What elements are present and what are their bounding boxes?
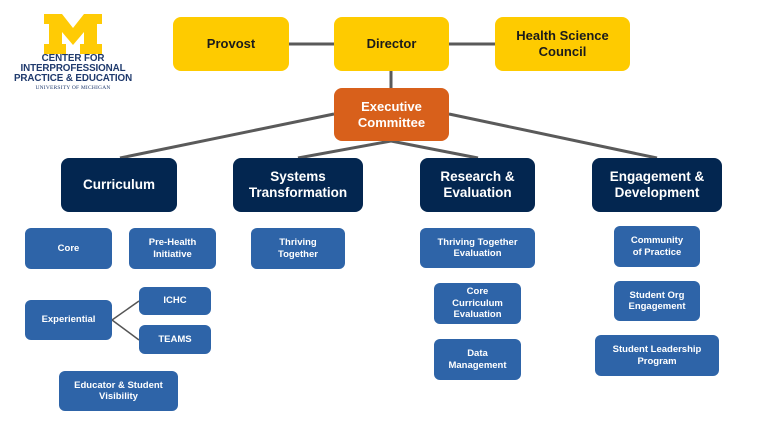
logo-line-1: CENTER FOR — [41, 53, 105, 64]
node-curriculum: Curriculum — [61, 158, 177, 212]
connector-executive-systems — [297, 139, 392, 160]
connector-experiential-teams — [111, 319, 140, 341]
node-pre-health-initiative: Pre-Health Initiative — [129, 228, 216, 269]
logo-line-4: UNIVERSITY OF MICHIGAN — [35, 85, 111, 91]
node-educator-student-visibility: Educator & Student Visibility — [59, 371, 178, 411]
node-thriving-together-evaluation: Thriving Together Evaluation — [420, 228, 535, 268]
node-executive-committee: Executive Committee — [334, 88, 449, 141]
connector-executive-research — [390, 139, 479, 160]
logo-line-2: INTERPROFESSIONAL — [20, 63, 126, 74]
node-engagement-development: Engagement & Development — [592, 158, 722, 212]
node-core: Core — [25, 228, 112, 269]
node-director: Director — [334, 17, 449, 71]
cipe-logo: CENTER FOR INTERPROFESSIONAL PRACTICE & … — [8, 14, 138, 91]
connector-executive-engagement — [448, 112, 658, 160]
connector-executive-curriculum — [119, 112, 335, 160]
node-provost: Provost — [173, 17, 289, 71]
node-student-org-engagement: Student Org Engagement — [614, 281, 700, 321]
node-core-curriculum-evaluation: Core Curriculum Evaluation — [434, 283, 521, 324]
node-experiential: Experiential — [25, 300, 112, 340]
logo-line-3: PRACTICE & EDUCATION — [13, 73, 133, 84]
node-data-management: Data Management — [434, 339, 521, 380]
node-systems-transformation: Systems Transformation — [233, 158, 363, 212]
node-health-science-council: Health Science Council — [495, 17, 630, 71]
node-teams: TEAMS — [139, 325, 211, 354]
block-m-icon — [44, 14, 102, 54]
node-community-of-practice: Community of Practice — [614, 226, 700, 267]
node-thriving-together: Thriving Together — [251, 228, 345, 269]
node-ichc: ICHC — [139, 287, 211, 315]
connector-experiential-ichc — [111, 300, 140, 321]
node-research-evaluation: Research & Evaluation — [420, 158, 535, 212]
node-student-leadership-program: Student Leadership Program — [595, 335, 719, 376]
